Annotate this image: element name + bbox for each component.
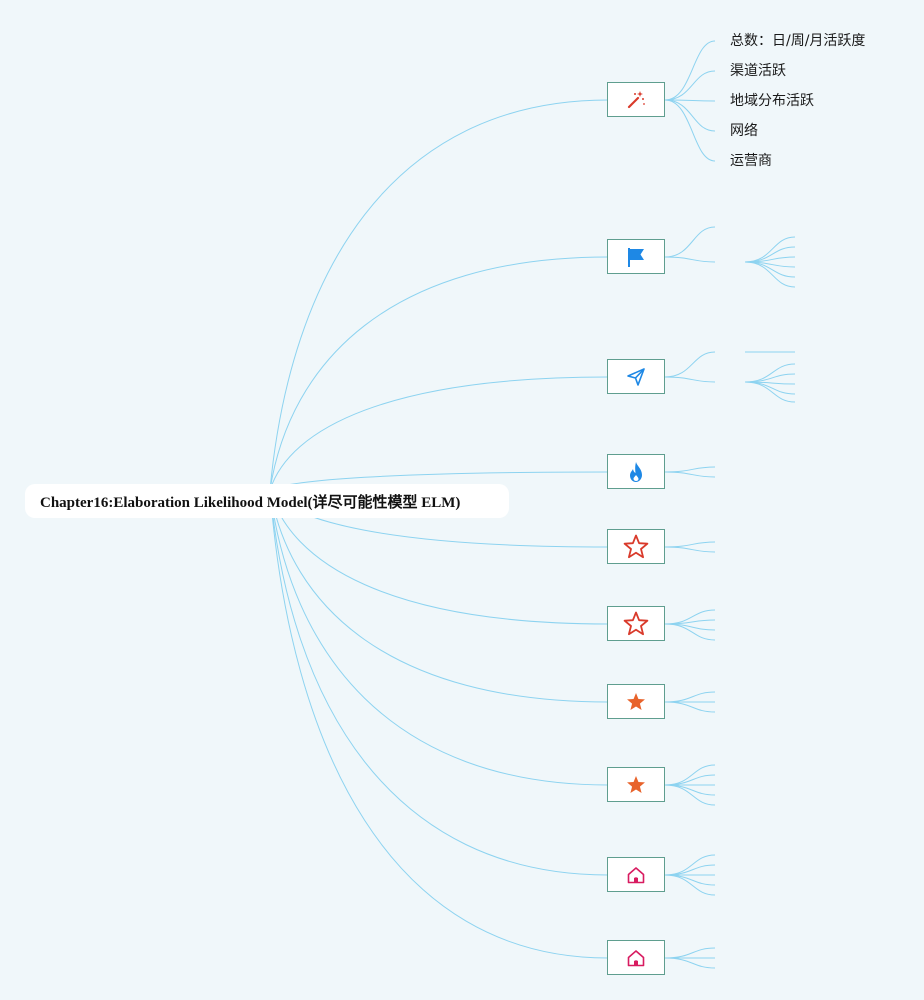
leaf-network[interactable]: 网络 — [730, 123, 758, 139]
child-connector — [664, 70, 716, 101]
star-outline-icon — [622, 533, 650, 561]
star-filled-icon — [625, 691, 647, 713]
child-connector — [664, 541, 716, 548]
child-connector — [664, 947, 716, 959]
connector-lines — [269, 40, 796, 969]
branch-node-2[interactable] — [607, 239, 665, 274]
magic-wand-icon — [626, 90, 646, 110]
child-connector — [664, 874, 716, 896]
root-topic-label: Chapter16:Elaboration Likelihood Model(详… — [40, 494, 461, 511]
child-connector — [664, 957, 716, 969]
child-connector — [664, 784, 716, 806]
branch-node-5[interactable] — [607, 529, 665, 564]
star-outline-icon — [622, 610, 650, 638]
child-connector — [664, 99, 716, 132]
child-connector — [664, 351, 716, 378]
branch-node-3[interactable] — [607, 359, 665, 394]
child-connector — [664, 854, 716, 876]
child-connector — [664, 466, 716, 473]
root-branch-connector — [269, 489, 609, 703]
branch-node-6[interactable] — [607, 606, 665, 641]
child-connector — [744, 373, 796, 383]
child-connector — [664, 546, 716, 553]
child-connector — [744, 381, 796, 403]
child-connector — [664, 256, 716, 263]
child-connector — [664, 376, 716, 383]
leaf-carrier[interactable]: 运营商 — [730, 153, 772, 169]
branch-node-8[interactable] — [607, 767, 665, 802]
child-connector — [664, 99, 716, 102]
leaf-total-activity[interactable]: 总数：日/周/月活跃度 — [730, 33, 866, 49]
fire-icon — [627, 461, 645, 483]
child-connector — [664, 471, 716, 478]
home-icon — [626, 865, 646, 885]
child-connector — [744, 261, 796, 288]
child-connector — [664, 226, 716, 258]
child-connector — [664, 623, 716, 641]
branch-node-1[interactable] — [607, 82, 665, 117]
paper-plane-icon — [626, 367, 646, 387]
root-branch-connector — [269, 256, 609, 491]
leaf-region-activity[interactable]: 地域分布活跃 — [730, 93, 814, 109]
root-branch-connector — [269, 489, 609, 959]
branch-node-9[interactable] — [607, 857, 665, 892]
root-branch-connector — [269, 489, 609, 786]
branch-node-4[interactable] — [607, 454, 665, 489]
root-branch-connector — [269, 99, 609, 491]
child-connector — [664, 99, 716, 162]
root-branch-connector — [269, 376, 609, 491]
child-connector — [744, 363, 796, 383]
branch-node-10[interactable] — [607, 940, 665, 975]
leaf-channel-activity[interactable]: 渠道活跃 — [730, 63, 786, 79]
child-connector — [664, 691, 716, 703]
child-connector — [744, 236, 796, 263]
child-connector — [664, 701, 716, 713]
root-topic[interactable]: Chapter16:Elaboration Likelihood Model(详… — [25, 484, 509, 518]
root-branch-connector — [269, 489, 609, 876]
root-branch-connector — [269, 489, 609, 625]
child-connector — [664, 40, 716, 101]
star-filled-icon — [625, 774, 647, 796]
flag-icon — [626, 246, 646, 268]
child-connector — [664, 764, 716, 786]
home-icon — [626, 948, 646, 968]
branch-node-7[interactable] — [607, 684, 665, 719]
child-connector — [664, 619, 716, 625]
